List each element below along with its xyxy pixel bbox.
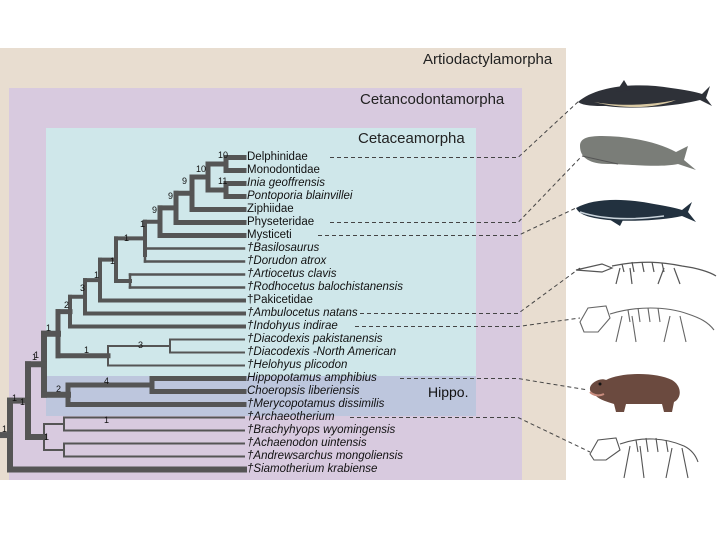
taxon-label: Physeteridae (247, 216, 314, 228)
sperm-whale-illustration (578, 130, 700, 178)
taxon-label: Mysticeti (247, 229, 292, 241)
branch-support-label: 1 (32, 352, 37, 362)
leader-line (355, 318, 580, 327)
branch-support-label: 3 (138, 340, 143, 350)
branch-support-label: 9 (182, 176, 187, 186)
branch-support-label: 1 (84, 345, 89, 355)
taxon-label: †Andrewsarchus mongoliensis (247, 450, 403, 462)
branch-support-label: 1 (110, 256, 115, 266)
ambulocetus-skeleton-illustration (572, 250, 718, 290)
branch-support-label: 1 (124, 233, 129, 243)
branch-support-label: 1 (104, 415, 109, 425)
taxon-label: Ziphiidae (247, 203, 294, 215)
taxon-label: Monodontidae (247, 164, 320, 176)
branch-support-label: 2 (64, 300, 69, 310)
taxon-label: †Merycopotamus dissimilis (247, 398, 384, 410)
branch-support-label: 1 (2, 424, 7, 434)
branch-support-label: 2 (56, 384, 61, 394)
branch-support-label: 1 (20, 397, 25, 407)
taxon-label: †Rodhocetus balochistanensis (247, 281, 403, 293)
taxon-label: †Diacodexis pakistanensis (247, 333, 383, 345)
tree-branches (0, 158, 244, 470)
humpback-whale-illustration (574, 192, 698, 228)
taxon-label: Inia geoffrensis (247, 177, 325, 189)
indohyus-skeleton-illustration (576, 296, 716, 346)
taxon-label: †Indohyus indirae (247, 320, 338, 332)
taxon-label: Choeropsis liberiensis (247, 385, 360, 397)
leader-line (400, 379, 588, 391)
taxon-label: †Artiocetus clavis (247, 268, 336, 280)
branch-support-label: 1 (94, 270, 99, 280)
branch-support-label: 9 (168, 191, 173, 201)
taxon-label: †Ambulocetus natans (247, 307, 358, 319)
branch-support-label: 1 (46, 323, 51, 333)
archaeotherium-skeleton-illustration (586, 430, 702, 480)
hippo-illustration (586, 366, 686, 416)
branch-support-label: 10 (218, 150, 228, 160)
leader-line (318, 208, 576, 236)
taxon-label: †Diacodexis -North American (247, 346, 396, 358)
taxon-label: †Pakicetidae (247, 294, 313, 306)
taxon-label: Delphinidae (247, 151, 308, 163)
leader-line (330, 100, 580, 158)
branch-support-label: 9 (152, 205, 157, 215)
taxon-label: †Achaenodon uintensis (247, 437, 367, 449)
taxon-label: †Basilosaurus (247, 242, 319, 254)
leader-line (330, 158, 580, 223)
taxon-label: Pontoporia blainvillei (247, 190, 352, 202)
branch-support-label: 3 (80, 283, 85, 293)
branch-support-label: 11 (218, 176, 227, 186)
taxon-label: †Dorudon atrox (247, 255, 326, 267)
branch-support-label: 1 (44, 432, 49, 442)
branch-support-label: 1 (140, 219, 145, 229)
dolphin-illustration (576, 68, 716, 118)
taxon-label: †Archaeotherium (247, 411, 335, 423)
taxon-label: Hippopotamus amphibius (247, 372, 377, 384)
branch-support-label: 1 (12, 393, 17, 403)
branch-support-label: 4 (104, 376, 109, 386)
taxon-label: †Siamotherium krabiense (247, 463, 377, 475)
taxon-label: †Helohyus plicodon (247, 359, 347, 371)
branch-support-label: 10 (196, 164, 206, 174)
taxon-label: †Brachyhyops wyomingensis (247, 424, 395, 436)
